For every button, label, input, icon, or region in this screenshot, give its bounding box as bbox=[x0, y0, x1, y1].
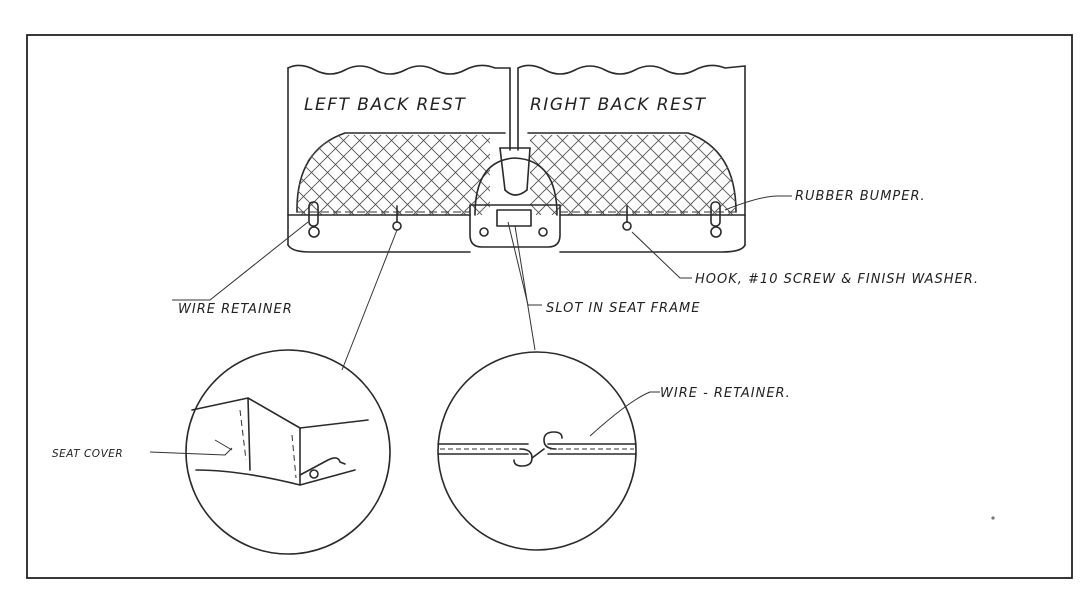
hatch-line bbox=[205, 130, 290, 215]
right-back-rest-label: RIGHT BACK REST bbox=[530, 95, 707, 115]
hatch-line bbox=[530, 135, 558, 215]
hatch-line bbox=[348, 135, 435, 215]
hatch-line bbox=[396, 135, 483, 215]
hatch-line bbox=[631, 135, 718, 215]
hatch-line bbox=[444, 135, 490, 215]
cushion-hatch-left bbox=[205, 130, 490, 215]
cushion-hatch-right bbox=[530, 135, 736, 215]
drawing-border bbox=[26, 34, 1073, 579]
cushion-outline bbox=[296, 132, 506, 213]
hatch-line bbox=[412, 135, 490, 215]
hatch-line bbox=[695, 135, 736, 215]
wire-retainer-detail-label: WIRE - RETAINER. bbox=[660, 386, 791, 401]
hatch-line bbox=[380, 135, 467, 215]
hatch-line bbox=[551, 135, 638, 215]
slot-in-seat-frame-label: SLOT IN SEAT FRAME bbox=[546, 301, 700, 316]
hatch-line bbox=[679, 135, 736, 215]
hatch-line bbox=[296, 135, 323, 215]
speck bbox=[991, 516, 995, 520]
hatch-line bbox=[647, 135, 734, 215]
hook-screw-washer-label: HOOK, #10 SCREW & FINISH WASHER. bbox=[695, 272, 979, 287]
rubber-bumper-left bbox=[308, 201, 320, 238]
left-back-rest-label: LEFT BACK REST bbox=[304, 95, 466, 115]
seat-cover-label: SEAT COVER bbox=[52, 448, 123, 460]
hatch-line bbox=[332, 135, 419, 215]
hatch-line bbox=[530, 135, 558, 215]
hatch-line bbox=[530, 135, 606, 215]
hatch-line bbox=[599, 135, 686, 215]
slot-bracket bbox=[469, 204, 561, 248]
seat-cover-detail bbox=[185, 349, 391, 555]
hatch-line bbox=[663, 135, 736, 215]
rubber-bumper-right bbox=[710, 201, 722, 238]
hatch-line bbox=[535, 135, 622, 215]
center-post bbox=[474, 147, 558, 216]
hatch-line bbox=[296, 135, 339, 215]
hatch-line bbox=[567, 135, 654, 215]
hatch-line bbox=[711, 135, 736, 215]
wire-retainer-detail bbox=[437, 351, 637, 551]
hatch-line bbox=[296, 135, 307, 215]
hatch-line bbox=[364, 135, 451, 215]
seat-frame-bottom bbox=[287, 244, 471, 253]
hatch-line bbox=[296, 135, 307, 215]
left-back-rest bbox=[287, 64, 511, 246]
rubber-bumper-label: RUBBER BUMPER. bbox=[795, 189, 926, 204]
hatch-line bbox=[615, 135, 702, 215]
hatch-line bbox=[460, 135, 490, 215]
hatch-line bbox=[296, 135, 355, 215]
hook-screw-left bbox=[392, 205, 402, 231]
hook-screw-right bbox=[622, 205, 632, 231]
wire-retainer-label: WIRE RETAINER bbox=[178, 302, 293, 317]
hatch-line bbox=[205, 130, 290, 215]
hatch-line bbox=[428, 135, 490, 215]
hatch-line bbox=[530, 135, 574, 215]
hatch-line bbox=[296, 135, 339, 215]
hatch-line bbox=[316, 135, 403, 215]
hatch-line bbox=[583, 135, 670, 215]
